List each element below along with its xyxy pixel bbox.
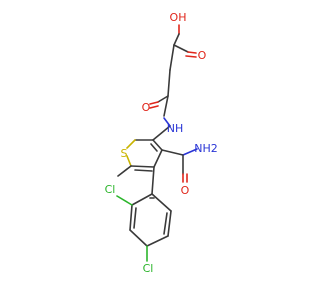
bond-ph-2-double [133, 207, 137, 229]
bond-n-ring [152, 125, 171, 141]
atom-label-s: S [121, 147, 128, 160]
bond-ph-5 [167, 210, 172, 237]
bond-ring-c3-c2 [152, 139, 163, 151]
bond-ring-c5-c4-double [134, 169, 153, 172]
molecule-structure-canvas: OH O O NH S NH2 O Cl Cl [104, 11, 218, 275]
bond-ph-6 [151, 193, 172, 212]
atom-label-o-amide1: O [142, 101, 151, 114]
molecule-diagram: OH O O NH S NH2 O Cl Cl [105, 11, 218, 275]
atom-label-nh: NH [167, 122, 184, 135]
bond-amide-o-b [149, 105, 159, 109]
bond-ring-c3-c2-double [150, 143, 158, 152]
atom-label-cl-ortho: Cl [105, 183, 116, 196]
bond-c-o-acid-a [173, 44, 189, 53]
bond-ring-to-phenyl [151, 166, 155, 195]
bond-ph-5-double [163, 212, 168, 235]
bond-c-oh [173, 33, 180, 46]
bond-c3-amide [161, 149, 184, 156]
bond-ring-c4-c3 [153, 149, 163, 168]
bond-ring-c5-c4 [130, 165, 155, 168]
bond-ph-3 [129, 229, 148, 247]
bond-c-o-acid-double [185, 55, 197, 58]
bond-chain-1 [169, 44, 175, 71]
atom-label-cl-para: Cl [143, 262, 154, 275]
bond-ph-4 [146, 235, 169, 247]
bond-ring-s [126, 139, 136, 149]
bond-amide-c-n [163, 95, 169, 117]
atom-label-nh2: NH2 [194, 142, 218, 155]
bond-chain-3 [157, 95, 169, 103]
bond-n-link [163, 117, 171, 127]
bond-chain-2 [167, 69, 171, 97]
bond-amide-nh2 [182, 148, 198, 156]
bond-cl-ortho [116, 195, 133, 206]
bond-ph-1 [131, 193, 153, 206]
atom-label-o-acid: O [198, 49, 207, 62]
bond-ph-2 [129, 204, 133, 231]
bond-methyl [117, 165, 132, 177]
bond-amide-o-a [149, 101, 159, 105]
bond-c-o-acid-b [187, 51, 197, 54]
atom-label-oh: OH [170, 11, 187, 24]
bond-ring-s-c5 [126, 155, 132, 167]
atom-label-o-amide2: O [181, 184, 190, 197]
